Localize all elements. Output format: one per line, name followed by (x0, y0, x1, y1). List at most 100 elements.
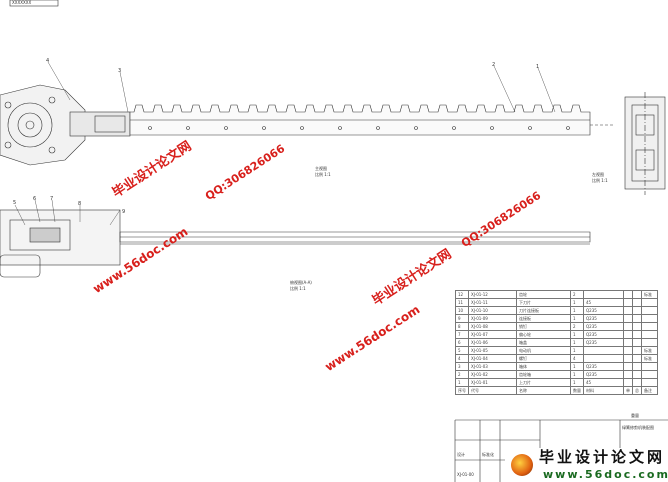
bom-cell-name: 刀片连接板 (516, 306, 571, 315)
bom-cell-weight (623, 322, 633, 331)
bom-cell-mat: 45 (583, 378, 624, 387)
bom-cell-weight (623, 346, 633, 355)
rivet-hole (414, 126, 418, 130)
bom-cell-mat: Q235 (583, 338, 624, 347)
bom-cell-mat: Q235 (583, 362, 624, 371)
callout: 4 (46, 58, 49, 64)
bom-cell-note (641, 322, 658, 331)
bom-cell-name: 销钉 (516, 322, 571, 331)
bom-cell-qty: 1 (570, 370, 584, 379)
bom-cell-name: 连接板 (516, 314, 571, 323)
bom-cell-note: 标准 (641, 346, 658, 355)
bom-cell-weight (632, 330, 642, 339)
bom-cell-weight (632, 314, 642, 323)
callout: 3 (118, 68, 121, 74)
top-view-scale: 比例 1:1 (315, 172, 331, 177)
bom-cell-weight (623, 362, 633, 371)
bom-cell-name: 箱盖 (516, 338, 571, 347)
bom-cell-code: XJ-01-05 (468, 346, 517, 355)
bom-cell-qty: 4 (570, 354, 584, 363)
bom-cell-qty: 1 (570, 314, 584, 323)
bom-cell-mat (583, 354, 624, 363)
bom-header-name: 名称 (516, 386, 571, 395)
bom-cell-no: 1 (455, 378, 469, 387)
bom-cell-weight (623, 370, 633, 379)
rivet-hole (376, 126, 380, 130)
bom-cell-qty: 1 (570, 378, 584, 387)
callout: 5 (13, 200, 16, 206)
callout: 2 (492, 62, 495, 68)
bom-cell-name: 下刀片 (516, 298, 571, 307)
rivet-hole (186, 126, 190, 130)
bom-cell-weight (632, 290, 642, 299)
site-logo: 毕业设计论文网 www.56doc.com (505, 448, 668, 482)
callout: 7 (50, 196, 53, 202)
weight-label: 重量 (631, 413, 639, 418)
bom-cell-weight (623, 338, 633, 347)
bom-cell-mat: Q235 (583, 370, 624, 379)
gearbox-top-view (0, 84, 131, 166)
rivet-hole (490, 126, 494, 130)
bom-cell-note (641, 330, 658, 339)
rivet-hole (300, 126, 304, 130)
callout: 9 (122, 209, 125, 215)
side-view-label: 俯视图(A-A) (290, 280, 312, 285)
bom-cell-qty: 1 (570, 298, 584, 307)
bom-cell-no: 11 (455, 298, 469, 307)
bom-cell-no: 12 (455, 290, 469, 299)
bom-cell-weight (632, 298, 642, 307)
bom-cell-note: 标准 (641, 354, 658, 363)
bom-cell-name: 上刀片 (516, 378, 571, 387)
bom-cell-name: 电动机 (516, 346, 571, 355)
corner-box (9, 0, 59, 7)
title-block-name: 绿篱修剪机装配图 (622, 425, 654, 430)
bom-cell-code: XJ-01-02 (468, 370, 517, 379)
rivet-hole (224, 126, 228, 130)
rivet-hole (262, 126, 266, 130)
logo-url: www.56doc.com (543, 468, 668, 481)
bom-cell-qty: 2 (570, 290, 584, 299)
bom-header-qty: 数量 (570, 386, 584, 395)
bom-cell-no: 8 (455, 322, 469, 331)
bom-cell-note (641, 362, 658, 371)
bom-cell-weight (623, 354, 633, 363)
bom-header-w1: 单 (623, 386, 633, 395)
bom-cell-weight (632, 338, 642, 347)
bom-cell-note (641, 378, 658, 387)
bom-cell-note (641, 306, 658, 315)
end-view (624, 92, 666, 195)
bom-cell-qty: 1 (570, 338, 584, 347)
bom-cell-no: 5 (455, 346, 469, 355)
logo-site-name: 毕业设计论文网 (539, 448, 666, 466)
bom-cell-weight (632, 354, 642, 363)
side-view (0, 209, 591, 278)
bom-cell-no: 4 (455, 354, 469, 363)
bom-cell-weight (623, 314, 633, 323)
bom-cell-qty: 1 (570, 362, 584, 371)
bom-header-w2: 总 (632, 386, 642, 395)
side-view-scale: 比例 1:1 (290, 286, 306, 291)
bom-cell-note (641, 314, 658, 323)
bom-cell-mat: Q235 (583, 330, 624, 339)
corner-box-text: XXXXXXX (12, 0, 32, 5)
bom-cell-weight (623, 290, 633, 299)
bom-cell-qty: 1 (570, 346, 584, 355)
blade-top-view (129, 104, 591, 136)
bom-cell-name: 齿轮箱 (516, 370, 571, 379)
bom-cell-weight (632, 378, 642, 387)
bom-cell-weight (632, 346, 642, 355)
bom-cell-no: 6 (455, 338, 469, 347)
callout: 8 (78, 201, 81, 207)
bom-cell-code: XJ-01-03 (468, 362, 517, 371)
